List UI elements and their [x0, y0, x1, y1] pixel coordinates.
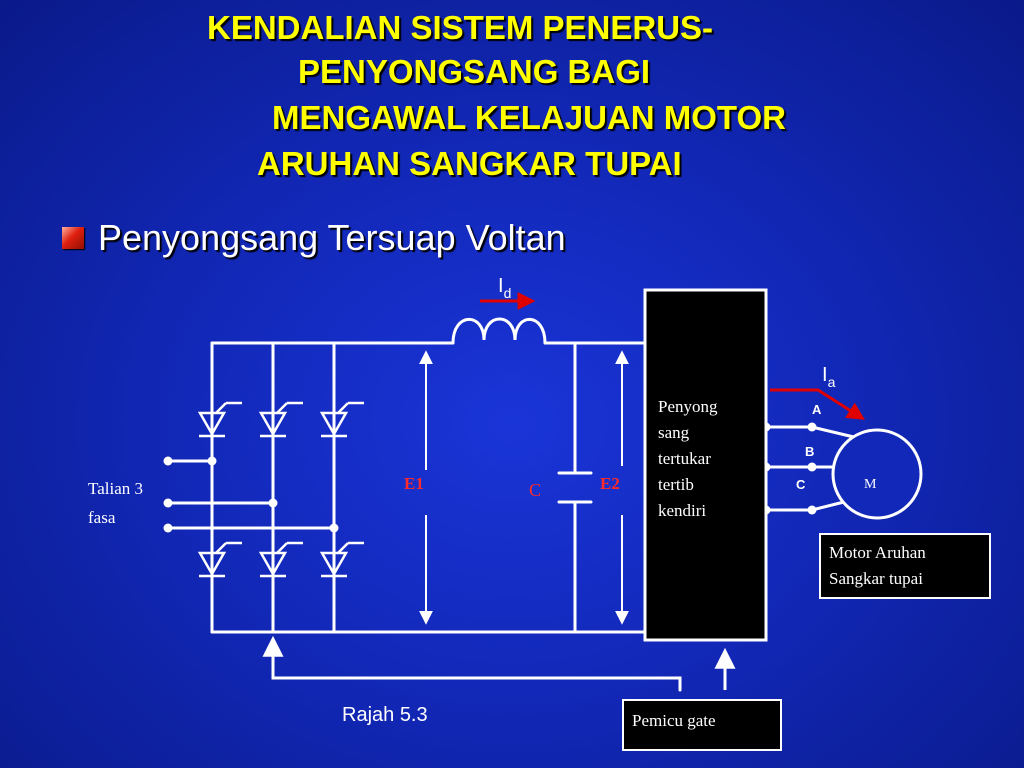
- input-label-line-2: fasa: [88, 508, 116, 527]
- terminal-dot: [807, 505, 817, 515]
- phase-b-label: B: [805, 444, 814, 459]
- bullet-text: Penyongsang Tersuap Voltan: [98, 217, 566, 258]
- inverter-box: [643, 288, 768, 642]
- inverter-label: Penyong sang tertukar tertib kendiri: [658, 397, 718, 520]
- thyristor-icon: [197, 541, 244, 578]
- terminal-dot: [807, 422, 817, 432]
- motor-caption-line-2: Sangkar tupai: [829, 569, 923, 588]
- capacitor-label: C: [529, 480, 541, 500]
- motor-caption-line-1: Motor Aruhan: [829, 543, 926, 562]
- inverter-label-line: tertukar: [658, 449, 711, 468]
- inverter-label-line: kendiri: [658, 501, 706, 520]
- title-line-2: PENYONGSANG BAGI: [298, 53, 651, 90]
- junction-dot: [207, 456, 217, 466]
- phase-a-label: A: [812, 402, 822, 417]
- thyristor-icon: [319, 401, 366, 438]
- ia-current-label: Ia: [822, 364, 836, 390]
- phase-c-label: C: [796, 477, 806, 492]
- inductor: [451, 317, 547, 345]
- thyristor-icon: [258, 401, 305, 438]
- input-label-line-1: Talian 3: [88, 479, 143, 498]
- thyristor-icon: [197, 401, 244, 438]
- terminal-dot: [163, 523, 173, 533]
- e1-label: E1: [404, 474, 424, 493]
- title-line-3: MENGAWAL KELAJUAN MOTOR: [272, 99, 786, 136]
- thyristor-icon: [319, 541, 366, 578]
- capacitor: [557, 341, 593, 634]
- motor-symbol: M: [864, 477, 877, 492]
- id-current-label: Id: [498, 275, 511, 301]
- junction-dot: [329, 523, 339, 533]
- title-line-1: KENDALIAN SISTEM PENERUS-: [207, 9, 714, 46]
- title-line-4: ARUHAN SANGKAR TUPAI: [257, 145, 682, 182]
- gate-label-box: [622, 699, 782, 751]
- gate-label: Pemicu gate: [632, 711, 716, 730]
- ia-current-arrow-icon: [770, 388, 866, 420]
- terminal-dot: [807, 462, 817, 472]
- thyristor-group: [197, 401, 366, 578]
- motor-circle: [831, 428, 923, 520]
- bullet-item: Penyongsang Tersuap Voltan: [62, 217, 566, 259]
- gate-feedback-line: [271, 643, 682, 692]
- inverter-label-line: Penyong: [658, 397, 718, 416]
- inverter-label-line: tertib: [658, 475, 694, 494]
- motor-caption-box: [819, 533, 991, 599]
- figure-caption: Rajah 5.3: [342, 704, 428, 726]
- bullet-square-icon: [62, 227, 84, 249]
- terminal-dot: [163, 498, 173, 508]
- junction-dot: [268, 498, 278, 508]
- e2-label: E2: [600, 474, 620, 493]
- terminal-dot: [163, 456, 173, 466]
- thyristor-icon: [258, 541, 305, 578]
- inverter-label-line: sang: [658, 423, 690, 442]
